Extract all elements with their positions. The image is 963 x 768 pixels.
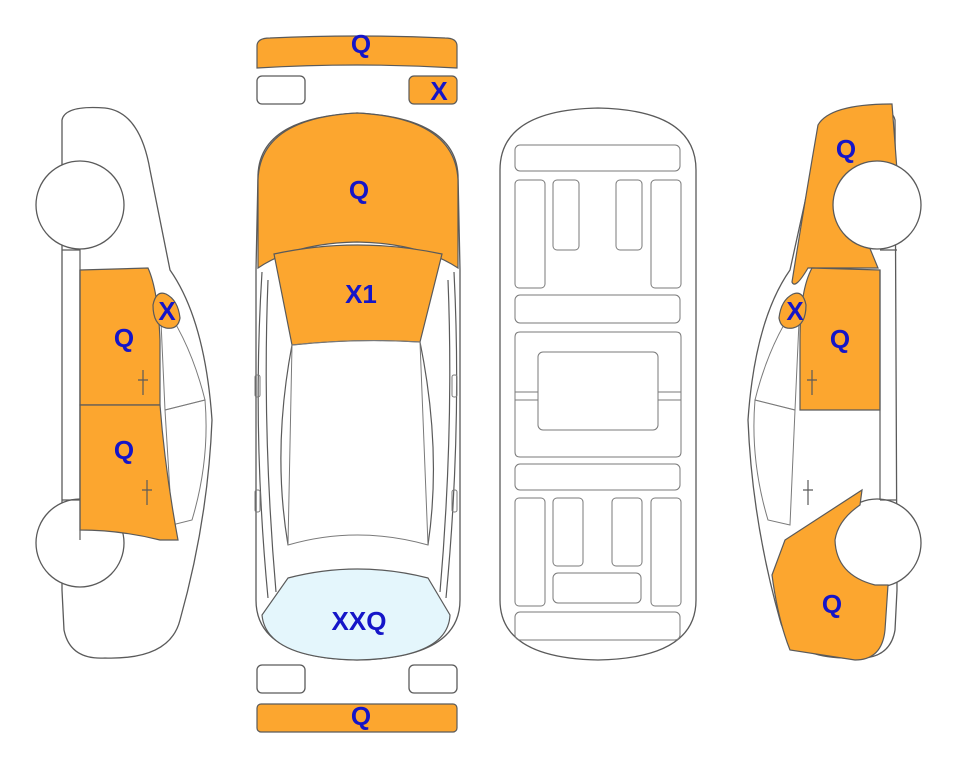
rear-right-taillight[interactable] — [408, 664, 458, 694]
right-rear-quarter-panel[interactable] — [771, 488, 889, 661]
right-front-wheel[interactable] — [832, 160, 922, 250]
code-front-right-light: X — [430, 76, 448, 106]
right-mirror-panel[interactable] — [778, 292, 807, 329]
underside-outline — [499, 107, 697, 661]
left-side-view — [35, 106, 213, 659]
code-left-mirror: X — [158, 296, 176, 326]
code-left-front-door: Q — [114, 323, 134, 353]
code-left-rear-door: Q — [114, 435, 134, 465]
code-hood: Q — [349, 175, 369, 205]
code-rear-bumper: Q — [351, 701, 371, 731]
front-bumper-panel[interactable] — [256, 35, 458, 69]
rear-left-taillight[interactable] — [256, 664, 306, 694]
top-view — [254, 35, 461, 733]
rear-window-panel[interactable] — [261, 568, 451, 661]
left-rear-door-panel[interactable] — [79, 404, 179, 541]
code-right-front-door: Q — [830, 324, 850, 354]
front-left-headlight[interactable] — [256, 75, 306, 105]
damage-code-labels: Q X Q X1 XXQ Q X Q Q Q X Q Q — [114, 29, 856, 731]
front-right-headlight-panel[interactable] — [408, 75, 458, 105]
code-front-bumper: Q — [351, 29, 371, 59]
code-right-rear-quarter: Q — [822, 589, 842, 619]
code-windshield: X1 — [345, 279, 377, 309]
code-right-mirror: X — [786, 296, 804, 326]
left-front-wheel[interactable] — [35, 160, 125, 250]
underside-view — [499, 107, 697, 661]
code-rear-window: XXQ — [332, 606, 387, 636]
right-side-view — [747, 103, 922, 661]
rear-bumper-panel[interactable] — [256, 703, 458, 733]
code-right-front-fender: Q — [836, 134, 856, 164]
left-mirror-panel[interactable] — [152, 292, 181, 329]
hood-panel[interactable] — [257, 112, 459, 270]
